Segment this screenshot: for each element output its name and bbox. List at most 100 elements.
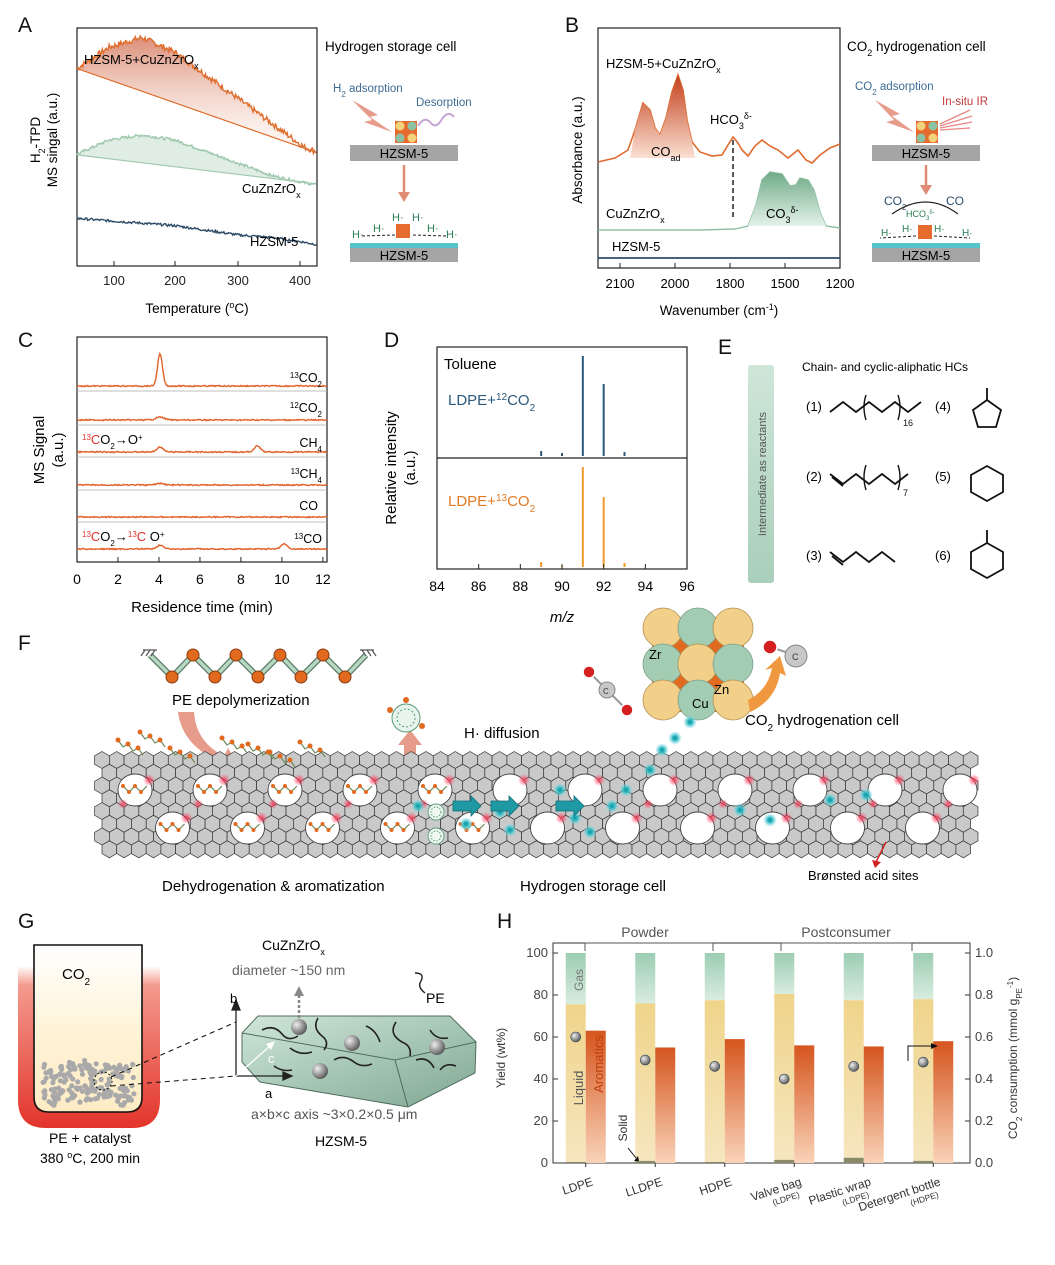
panel-b-series-label: CuZnZrOx	[606, 206, 665, 225]
panel-h-group-label: Powder	[621, 924, 669, 940]
zeolite-cell	[131, 840, 147, 859]
pe-carbon	[439, 790, 443, 794]
panel-a-series-label: HZSM-5+CuZnZrOx	[84, 52, 199, 71]
bar-gas	[704, 953, 725, 1001]
panel-h-ytick: 40	[534, 1071, 548, 1086]
catalyst-particle	[125, 1068, 131, 1074]
catalyst-particle	[65, 1097, 71, 1103]
pe-carbon	[239, 743, 245, 749]
panel-b-series-label: HZSM-5	[612, 239, 660, 254]
bar-gas	[843, 953, 864, 1001]
catalyst-particle	[98, 1076, 104, 1083]
aromatic-ring-inner	[430, 806, 442, 818]
catalyst-particle	[131, 1091, 137, 1097]
panel-c-trace	[76, 482, 328, 487]
hydrogen-atom	[655, 743, 669, 757]
catalyst-particles	[40, 1057, 137, 1108]
panel-a-xtick: 200	[164, 273, 186, 288]
zeolite-cell	[204, 840, 221, 859]
catalyst-particle	[106, 1080, 112, 1086]
catalyst-particle	[130, 1061, 136, 1067]
pe-carbon	[127, 790, 131, 794]
catalyst-particle	[73, 1085, 79, 1091]
panel-b-scheme-title: CO2 hydrogenation cell	[847, 39, 986, 58]
pe-carbon	[214, 790, 218, 794]
aromatic-ring	[427, 803, 445, 821]
bronsted-acid-site	[143, 774, 155, 786]
catalyst-particle	[106, 1089, 112, 1095]
panel-b: 2100 2000 1800 1500 1200 Wavenumber (cm-…	[570, 27, 988, 318]
catalyst-particle	[41, 1095, 48, 1101]
bronsted-acid-site	[368, 774, 380, 786]
catalyst-particle	[50, 1080, 56, 1086]
panel-h-ytick2: 0.0	[975, 1155, 993, 1170]
pe-carbon	[289, 790, 293, 794]
hydrogen-atom	[503, 823, 517, 837]
panel-letter-c: C	[18, 329, 33, 352]
pe-carbon	[277, 790, 281, 794]
molecule-2	[829, 472, 909, 487]
panel-e-item-label: (6)	[935, 548, 951, 563]
panel-a-scheme-title: Hydrogen storage cell	[325, 39, 456, 54]
bar-liquid	[913, 999, 934, 1161]
diffusion-arrow-icon	[490, 795, 520, 817]
hzsm5-support-top	[350, 145, 458, 161]
catalyst-particle	[102, 1062, 108, 1068]
hydrogen-atom	[568, 811, 582, 825]
zeolite-cell	[705, 840, 721, 859]
panel-c-annotation: 13CO2→13C O+	[82, 529, 165, 548]
bronsted-acid-site	[893, 774, 905, 786]
bar-gas	[913, 953, 934, 1000]
bronsted-acid-site	[218, 774, 230, 786]
panel-h-ytick2: 0.4	[975, 1071, 993, 1086]
bronsted-acid-site	[255, 812, 268, 824]
molecule-6	[970, 530, 1004, 580]
zeolite-cell	[675, 840, 692, 859]
pe-strand-icon	[414, 972, 426, 994]
crystal-axes	[231, 998, 294, 1082]
panel-b-plot-frame	[597, 27, 841, 269]
catalyst-particle	[43, 1070, 49, 1076]
panel-b-co2-label: CO2	[884, 194, 907, 212]
panel-a-area-fill	[77, 134, 317, 185]
bar-aromatics	[863, 1046, 884, 1163]
bronsted-acid-site	[943, 799, 953, 809]
bar-aromatics	[724, 1039, 745, 1163]
panel-a-xlabel: Temperature (oC)	[145, 300, 248, 316]
panel-b-peak-label: CO3δ-	[766, 205, 799, 225]
zeolite-cell	[189, 840, 206, 859]
bar-aromatics	[655, 1047, 676, 1163]
panel-c-xtick: 12	[315, 571, 331, 587]
hydrogen-atom	[605, 799, 619, 813]
catalyst-particle	[93, 1061, 99, 1067]
panel-g-conditions: 380 oC, 200 min	[40, 1150, 140, 1166]
panel-h-ylabel2: CO2 consumption (mmol gPE-1)	[1006, 977, 1024, 1139]
panel-b-peak-coad	[630, 75, 695, 158]
panel-g-axis-a: a	[265, 1086, 273, 1101]
panel-d-top-label: LDPE+12CO2	[448, 392, 536, 414]
panel-b-xtick: 1500	[771, 276, 800, 291]
catalyst-particle	[118, 1065, 124, 1071]
panel-c-xlabel: Residence time (min)	[131, 599, 273, 616]
bronsted-acid-site	[743, 774, 755, 786]
pe-carbon	[364, 790, 368, 794]
panel-h-marker-pointer	[907, 1045, 933, 1061]
catalyst-particle	[48, 1069, 54, 1075]
bar-gas	[774, 953, 795, 994]
panel-b-series-label: HZSM-5+CuZnZrOx	[606, 56, 721, 75]
molecule-structures	[829, 388, 1004, 580]
catalyst-particle	[113, 1092, 119, 1098]
aromatic-molecule-icon	[387, 697, 425, 733]
zeolite-cell	[631, 840, 648, 859]
bronsted-acid-site	[718, 799, 728, 809]
panel-d-xtick: 90	[554, 578, 570, 594]
panel-h-group-bracket	[584, 942, 714, 951]
panel-e-subscript: 7	[903, 488, 908, 498]
panel-b-co-label: CO	[946, 194, 964, 208]
pe-carbon	[158, 822, 163, 826]
zeolite-cell	[263, 840, 280, 859]
bronsted-acid-site	[555, 812, 568, 824]
pe-carbon	[125, 741, 131, 747]
zeolite-cell	[410, 840, 427, 859]
